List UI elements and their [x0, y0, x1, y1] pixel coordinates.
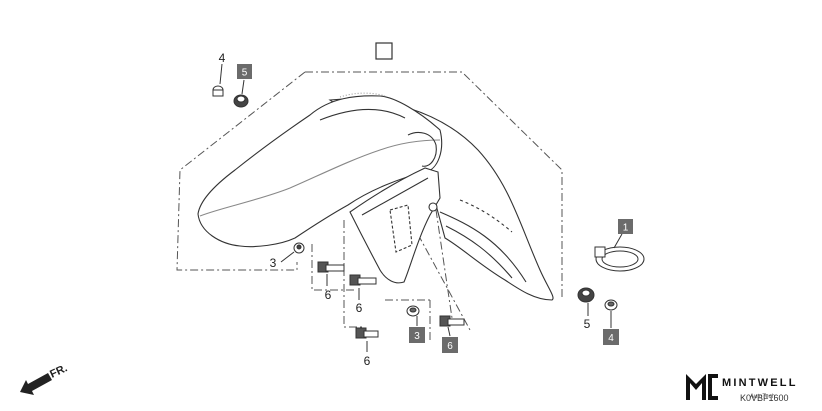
grommet-part-3-center [406, 305, 420, 317]
callout-1-box: 1 [618, 219, 633, 234]
collar-part-4-top [212, 85, 224, 97]
callout-6-box: 6 [442, 337, 458, 353]
svg-text:6: 6 [325, 288, 332, 302]
callout-6-c: 6 [364, 354, 371, 368]
direction-label: FR. [48, 362, 69, 380]
svg-text:5: 5 [242, 68, 248, 79]
bolt-part-6-c [355, 327, 379, 339]
svg-text:5: 5 [584, 317, 591, 331]
svg-text:4: 4 [608, 333, 614, 344]
bolt-part-6-b [349, 274, 377, 286]
svg-text:3: 3 [270, 256, 277, 270]
brand-name: MINTWELL [722, 377, 798, 389]
top-label-box [375, 42, 393, 60]
callout-4-box: 4 [603, 329, 619, 345]
leader-lines [219, 63, 623, 352]
callout-5-right: 5 [584, 317, 591, 331]
collar-part-4-right [604, 299, 618, 311]
assembly-outline [176, 71, 563, 340]
callout-6-b: 6 [356, 301, 363, 315]
front-direction-arrow: FR. [20, 362, 69, 395]
grommet-part-5-right [577, 287, 595, 303]
arrow-icon [20, 373, 52, 395]
part-code: K0VBF1600 [740, 393, 789, 403]
svg-text:1: 1 [623, 223, 629, 234]
bolt-part-6-a [317, 261, 345, 273]
callout-4-top: 4 [219, 51, 226, 65]
grommet-part-5-top [233, 94, 249, 108]
nut-part-3-left [293, 242, 305, 254]
mintwell-logo-icon [686, 374, 718, 400]
svg-text:3: 3 [414, 331, 420, 342]
callout-6-a: 6 [325, 288, 332, 302]
clamp-part-1 [594, 246, 645, 272]
hardware [212, 85, 645, 339]
callout-5-top: 5 [237, 64, 252, 79]
svg-text:6: 6 [447, 341, 453, 352]
front-fender [197, 92, 554, 301]
svg-text:4: 4 [219, 51, 226, 65]
callout-3-left: 3 [270, 256, 277, 270]
svg-text:6: 6 [364, 354, 371, 368]
bolt-part-6-right [439, 315, 465, 327]
brand-logo: MINTWELL AutoTech K0VBF1600 [686, 374, 798, 403]
svg-text:6: 6 [356, 301, 363, 315]
watermark-small: AutoTech [750, 394, 775, 400]
callout-3-box: 3 [409, 327, 425, 343]
